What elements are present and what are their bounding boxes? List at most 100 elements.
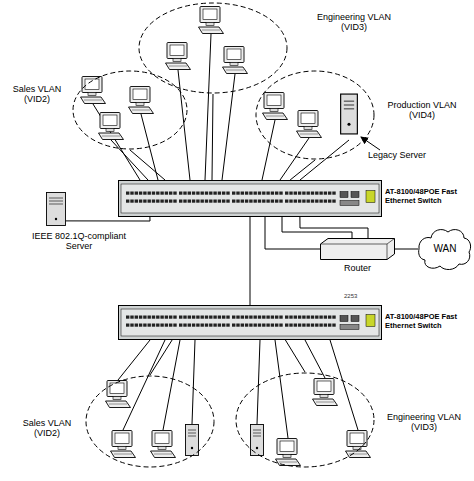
port (279, 316, 282, 319)
port (245, 324, 248, 327)
server-icon (186, 425, 199, 456)
port (156, 324, 159, 327)
port (143, 192, 146, 195)
port (279, 200, 282, 203)
port (241, 192, 244, 195)
port (226, 200, 229, 203)
port (173, 316, 176, 319)
port (188, 200, 191, 203)
port (152, 200, 155, 203)
port (201, 316, 204, 319)
port (258, 316, 261, 319)
port (236, 324, 239, 327)
vlan-label: Production VLAN (VID4) (378, 100, 466, 121)
port (332, 316, 335, 319)
port (294, 200, 297, 203)
port (135, 316, 138, 319)
port (315, 200, 318, 203)
port (236, 316, 239, 319)
pc-icon (111, 431, 136, 458)
port (266, 316, 269, 319)
port (279, 192, 282, 195)
pc-icon (99, 113, 124, 140)
port (222, 192, 225, 195)
port-row (126, 192, 336, 203)
pc-icon (166, 43, 191, 70)
port (130, 192, 133, 195)
router-node: Router (320, 238, 395, 260)
port (218, 324, 221, 327)
port (254, 200, 257, 203)
port (311, 324, 314, 327)
port (232, 324, 235, 327)
port (266, 192, 269, 195)
port (285, 192, 288, 195)
port (254, 324, 257, 327)
port (332, 324, 335, 327)
port (209, 324, 212, 327)
port (328, 192, 331, 195)
port (298, 316, 301, 319)
port (311, 200, 314, 203)
port (232, 200, 235, 203)
port (152, 192, 155, 195)
cable-connector (66, 217, 150, 221)
device-label: AT-8100/48POE Fast Ethernet Switch (385, 188, 472, 205)
port (289, 192, 292, 195)
port (324, 316, 327, 319)
port (148, 200, 151, 203)
switch-body (119, 306, 382, 340)
port (226, 316, 229, 319)
port (213, 192, 216, 195)
port (302, 200, 305, 203)
vlan-outline (86, 376, 214, 467)
pc-icon (199, 7, 224, 34)
port (139, 316, 142, 319)
switch-logo (366, 191, 375, 203)
device-label: Router (320, 263, 395, 273)
port (205, 200, 208, 203)
port (196, 324, 199, 327)
port (148, 316, 151, 319)
port (271, 192, 274, 195)
port (241, 324, 244, 327)
srv-node: IEEE 802.1Q-compliant Server (46, 192, 66, 226)
port (302, 192, 305, 195)
port (294, 192, 297, 195)
port (160, 324, 163, 327)
server-body (47, 193, 66, 226)
port (271, 316, 274, 319)
cloud-node: WAN (418, 226, 472, 272)
port (254, 316, 257, 319)
port (169, 200, 172, 203)
port (249, 324, 252, 327)
pc-icon (81, 77, 106, 104)
port (254, 192, 257, 195)
port (294, 324, 297, 327)
sfp-slot (340, 192, 348, 198)
ell-shape (85, 375, 215, 468)
port (160, 316, 163, 319)
port (165, 324, 168, 327)
port (226, 324, 229, 327)
port (188, 316, 191, 319)
ell-node: Engineering VLAN (VID3) (138, 2, 288, 94)
pc-icon (129, 87, 154, 114)
port (148, 324, 151, 327)
port (271, 324, 274, 327)
port (294, 316, 297, 319)
port (258, 324, 261, 327)
drive-slot (49, 201, 63, 202)
vlan-label: Sales VLAN (VID2) (14, 418, 80, 439)
drive-slot (49, 198, 63, 199)
port (218, 200, 221, 203)
port (218, 316, 221, 319)
switch-body (119, 181, 382, 217)
port (165, 200, 168, 203)
port (298, 192, 301, 195)
drive-slot (49, 204, 63, 205)
vlan-outline (256, 71, 374, 159)
port (222, 316, 225, 319)
port (328, 200, 331, 203)
port (319, 192, 322, 195)
